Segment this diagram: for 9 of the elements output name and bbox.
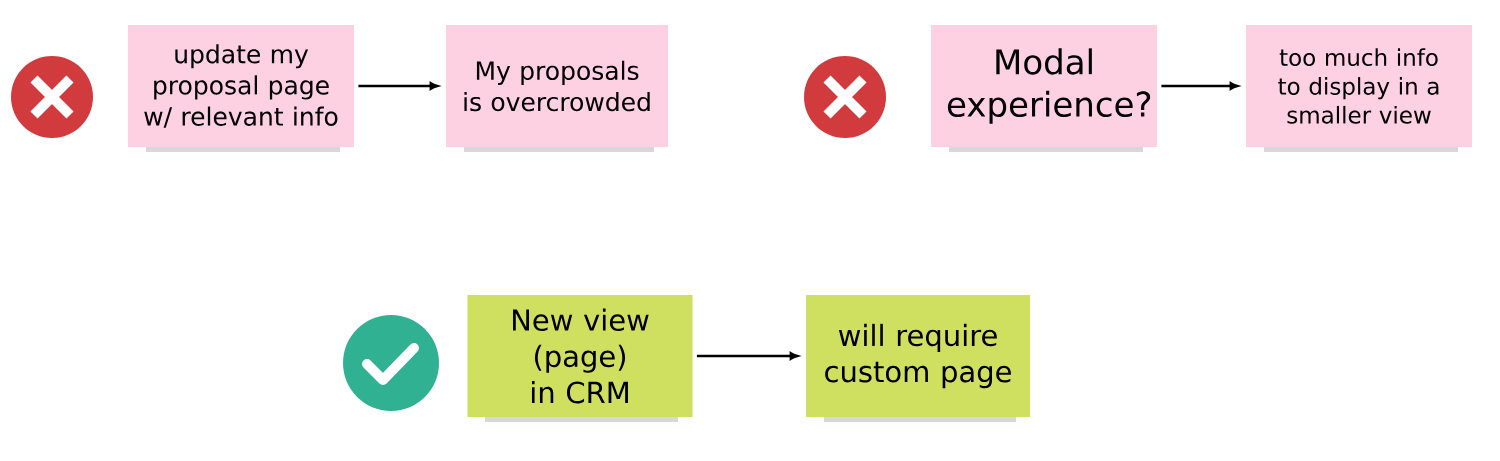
sticky-note: My proposals is overcrowded bbox=[446, 25, 668, 152]
sticky-note: New view (page) in CRM bbox=[467, 295, 693, 422]
sticky-note: will require custom page bbox=[806, 295, 1030, 422]
sticky-note: Modal experience? bbox=[931, 25, 1157, 152]
arrow bbox=[358, 82, 439, 90]
sticky-note: too much info to display in a smaller view bbox=[1246, 25, 1472, 152]
arrow bbox=[696, 352, 799, 360]
sticky-note: update my proposal page w/ relevant info bbox=[128, 25, 354, 152]
arrow bbox=[1161, 82, 1239, 90]
